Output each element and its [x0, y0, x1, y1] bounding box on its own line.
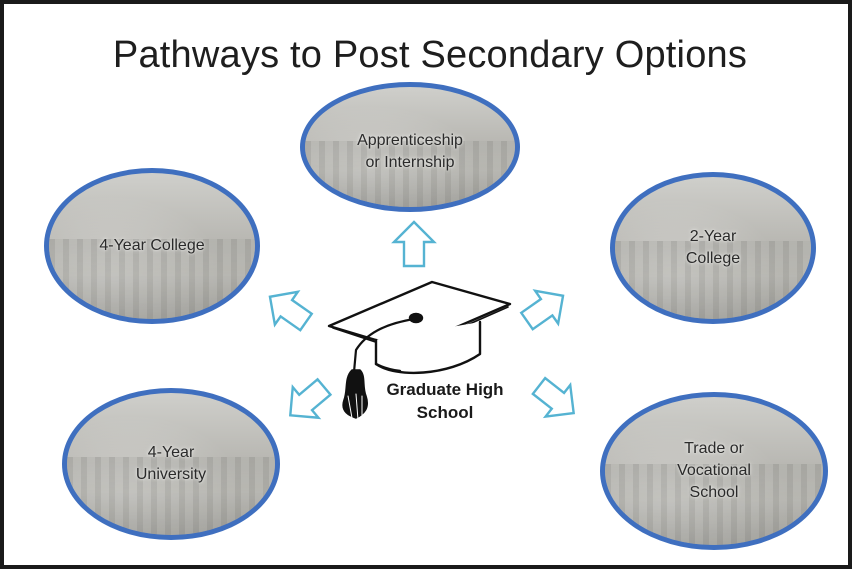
node-apprenticeship-or-internship: Apprenticeship or Internship — [300, 82, 520, 212]
node-photo — [49, 238, 255, 319]
node-photo — [605, 463, 823, 545]
node-label: 4-Year College — [99, 237, 205, 254]
node-trade-or-vocational-school: Trade or Vocational School — [600, 392, 828, 550]
diagram-title: Pathways to Post Secondary Options — [112, 34, 748, 76]
graduation-cap-icon — [327, 280, 512, 421]
node-label: Trade or Vocational School — [677, 440, 751, 501]
center-label: Graduate High School — [386, 380, 504, 422]
arrow-lower-left — [276, 370, 339, 432]
node-photo — [305, 141, 515, 207]
node-label: 2-Year College — [685, 228, 741, 267]
node-label: 4-Year University — [135, 444, 207, 483]
node-4-year-college: 4-Year College — [44, 168, 260, 324]
arrow-upper-right — [514, 278, 576, 339]
node-photo — [67, 456, 275, 535]
node-2-year-college: 2-Year College — [610, 172, 816, 324]
arrow-lower-right — [525, 369, 588, 431]
arrow-upper-left — [257, 279, 319, 340]
node-photo — [615, 240, 811, 319]
node-label: Apprenticeship or Internship — [357, 131, 463, 171]
arrow-up — [392, 220, 436, 268]
node-4-year-university: 4-Year University — [62, 388, 280, 540]
connectors — [257, 220, 588, 432]
